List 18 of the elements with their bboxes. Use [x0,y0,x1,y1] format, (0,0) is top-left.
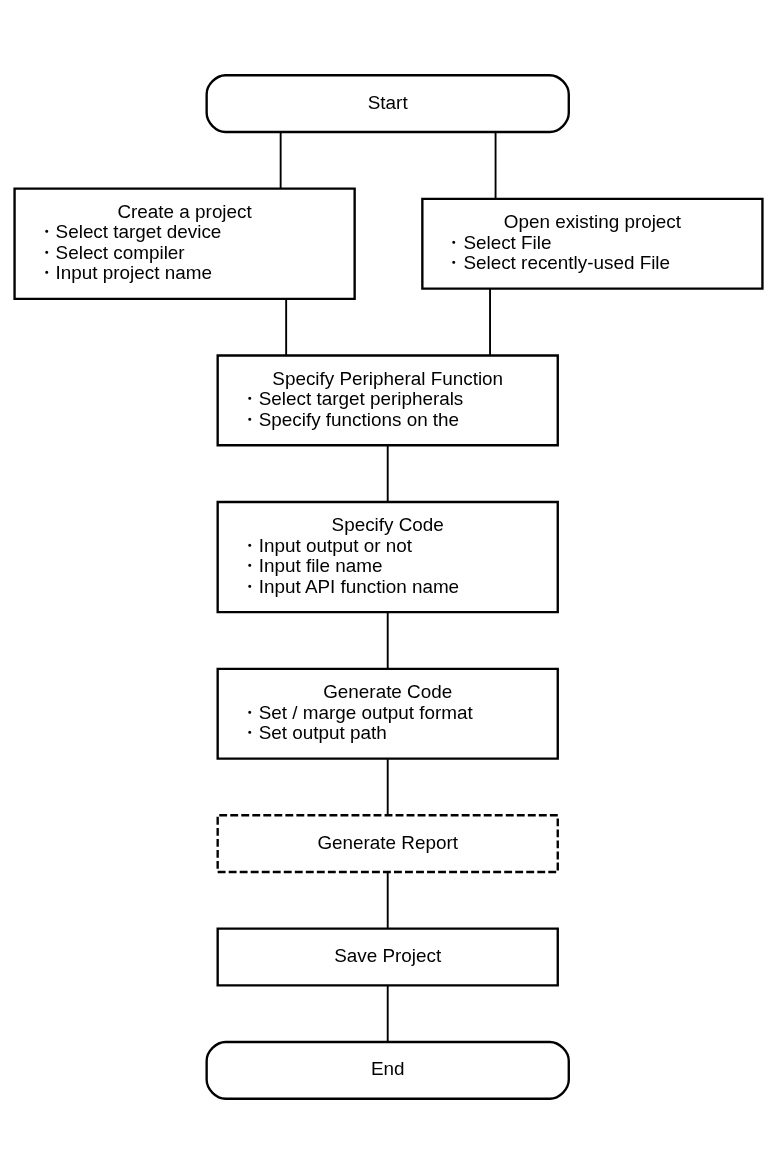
node-box: Start [205,73,570,133]
connector [386,610,389,670]
node-box: End [205,1040,570,1100]
node-box: Generate Code ・Set / marge output format ・Set output path [216,667,559,760]
node-box: Open existing project ・Select File ・Select recently-used File [421,197,764,290]
connector [494,130,497,199]
node-box: Create a project ・Select target device ・Select compiler ・Input project name [13,187,356,300]
node-box: Specify Code ・Input output or not ・Input file name ・Input API function name [216,500,559,613]
connector [386,984,389,1042]
node-box: Specify Peripheral Function ・Select target peripherals ・Specify functions on the [216,353,559,446]
connector [386,870,389,929]
node-box: Generate Report [216,813,559,873]
connector [489,287,491,356]
connector [279,130,282,189]
connector [285,297,288,356]
connector [386,443,389,503]
connector [386,757,389,816]
node-box: Save Project [216,927,559,986]
